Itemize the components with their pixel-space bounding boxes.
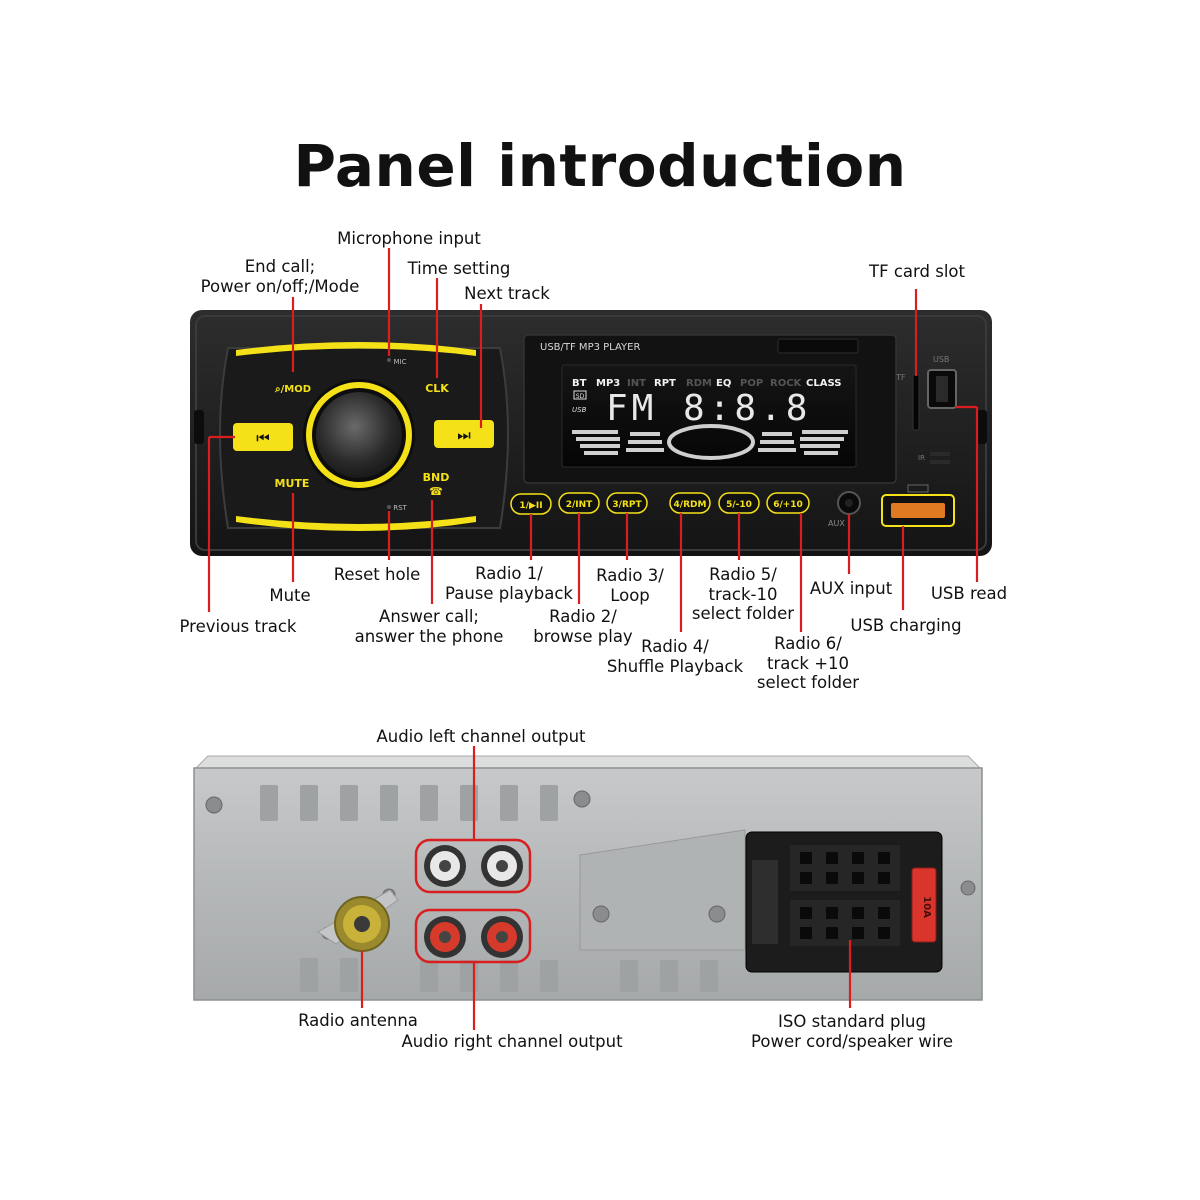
lower-accent-arc [236, 516, 476, 531]
label-usb-read: USB read [930, 584, 1008, 603]
lcd-spectrum [572, 424, 848, 460]
previous-track-icon: ⏮ [256, 429, 270, 447]
front-panel: ⏮ ⏭ ⌕/MOD CLK MUTE BND ☎ MIC RST USB/TF … [190, 310, 992, 556]
lcd-readout: FM 8:8.8 [606, 388, 811, 429]
reset-hole[interactable] [387, 505, 391, 509]
rst-label: RST [393, 504, 407, 512]
label-radio-1: Radio 1/ Pause playback [445, 564, 573, 603]
label-radio-3: Radio 3/ Loop [596, 566, 664, 605]
microphone-hole [387, 358, 391, 362]
label-next-track: Next track [464, 284, 550, 303]
label-answer-call: Answer call; answer the phone [354, 607, 504, 646]
label-aux-input: AUX input [809, 579, 893, 598]
preset-button-4[interactable] [669, 492, 711, 514]
label-mute: Mute [269, 586, 311, 605]
preset-label-5: 5/-10 [726, 500, 752, 510]
label-audio-right-output: Audio right channel output [401, 1032, 623, 1051]
label-reset-hole: Reset hole [333, 565, 421, 584]
previous-track-button[interactable] [233, 423, 293, 451]
usb-label: USB [933, 355, 949, 364]
rear-callout-lines [360, 746, 852, 1030]
preset-label-6: 6/+10 [773, 500, 803, 510]
indicator-pop: POP [740, 378, 763, 389]
preset-label-3: 3/RPT [612, 500, 642, 510]
label-previous-track: Previous track [179, 617, 297, 636]
label-radio-5: Radio 5/ track-10 select folder [691, 565, 795, 623]
label-radio-6: Radio 6/ track +10 select folder [756, 634, 860, 692]
label-time-setting: Time setting [407, 259, 511, 278]
label-usb-charging: USB charging [850, 616, 962, 635]
upper-accent-arc [236, 342, 476, 356]
rca-left-jacks [424, 845, 523, 887]
ir-label: IR [918, 454, 925, 462]
usb-tag: USB [572, 406, 587, 414]
clk-button[interactable]: CLK [425, 382, 449, 395]
label-radio-antenna: Radio antenna [298, 1011, 418, 1030]
label-microphone-input: Microphone input [337, 229, 481, 248]
ir-window [777, 338, 859, 354]
rear-panel: 10A [193, 755, 984, 1001]
mute-button[interactable]: MUTE [275, 477, 310, 490]
tf-card-slot[interactable] [912, 373, 920, 431]
aux-label: AUX [828, 519, 845, 528]
sd-tag: SD [576, 393, 585, 400]
label-audio-left-output: Audio left channel output [376, 727, 586, 746]
indicator-class: CLASS [806, 378, 841, 389]
bnd-button[interactable]: BND [423, 471, 450, 484]
mic-label: MIC [394, 358, 407, 366]
indicator-mp3: MP3 [596, 378, 620, 389]
lcd-indicators: BT MP3 INT RPT RDM EQ POP ROCK CLASS [572, 378, 841, 389]
next-track-icon: ⏭ [457, 426, 471, 444]
label-radio-4: Radio 4/ Shuffle Playback [606, 637, 744, 676]
volume-knob[interactable] [316, 392, 402, 478]
fuse-label: 10A [921, 896, 932, 918]
front-callout-lines [207, 248, 979, 632]
preset-label-1: 1/▶II [519, 501, 542, 511]
label-radio-2: Radio 2/ browse play [533, 607, 633, 646]
indicator-bt: BT [572, 378, 587, 389]
preset-label-2: 2/INT [566, 500, 593, 510]
next-track-button[interactable] [434, 420, 494, 448]
label-end-call: End call; Power on/off;/Mode [200, 257, 360, 296]
indicator-rpt: RPT [654, 378, 676, 389]
page-title: Panel introduction [293, 132, 907, 200]
brand-label: USB/TF MP3 PLAYER [540, 342, 640, 353]
indicator-eq: EQ [716, 378, 731, 389]
tf-label: TF [895, 373, 906, 382]
preset-label-4: 4/RDM [674, 500, 707, 510]
rca-right-jacks [424, 916, 523, 958]
indicator-rock: ROCK [770, 378, 803, 389]
mod-button[interactable]: ⌕/MOD [274, 384, 311, 395]
indicator-rdm: RDM [686, 378, 712, 389]
label-iso-plug: ISO standard plug Power cord/speaker wir… [751, 1012, 953, 1051]
label-tf-card-slot: TF card slot [869, 262, 965, 281]
phone-icon: ☎ [429, 485, 443, 498]
fuse [911, 867, 937, 943]
volume-knob-ring [306, 382, 412, 488]
preset-button-6[interactable] [766, 492, 810, 514]
indicator-int: INT [627, 378, 646, 389]
